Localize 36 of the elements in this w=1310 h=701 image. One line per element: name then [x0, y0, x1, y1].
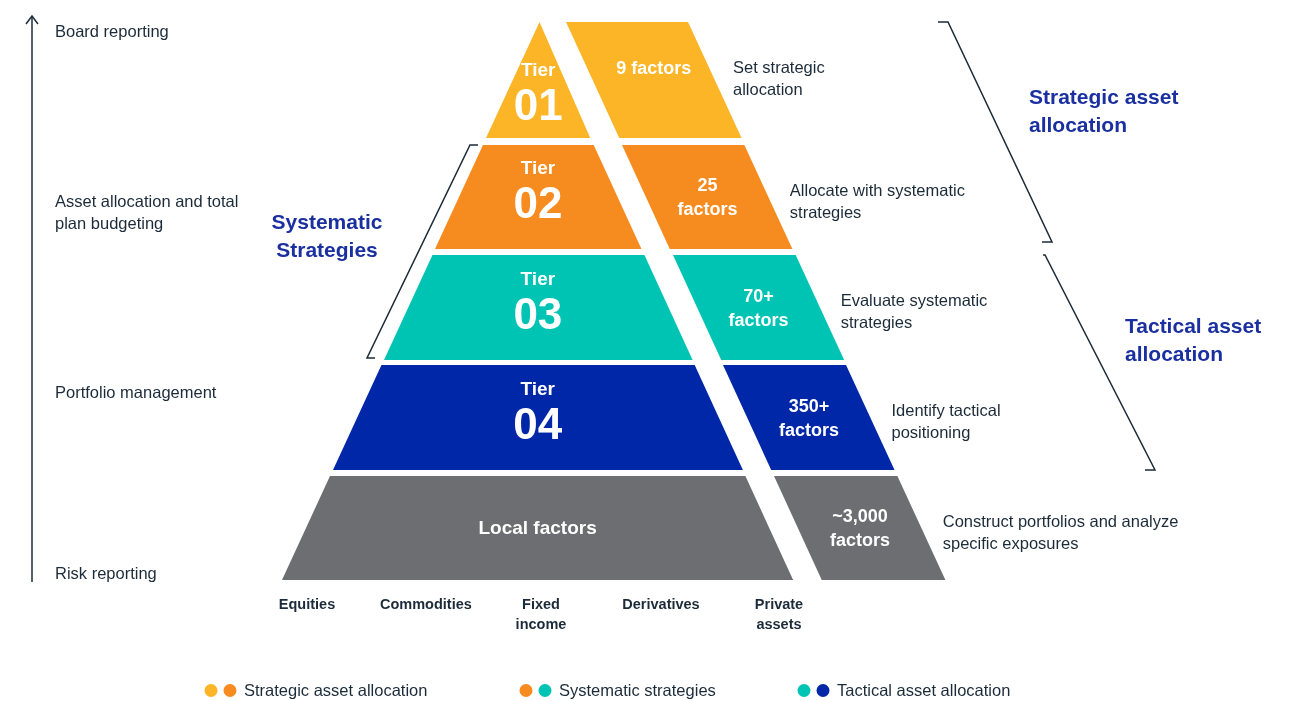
- description-text: Identify tactical positioning: [891, 400, 1002, 443]
- band-text: Local factors: [477, 516, 598, 540]
- band-text: 70+ factors: [727, 284, 790, 332]
- band-text: 25 factors: [676, 174, 739, 221]
- axis-label: Board reporting: [55, 21, 170, 42]
- category-label: Derivatives: [621, 595, 701, 614]
- band-text: ~3,000 factors: [829, 505, 891, 552]
- band-text: 9 factors: [615, 57, 693, 80]
- axis-label: Risk reporting: [55, 563, 158, 584]
- description-text: Set strategic allocation: [733, 57, 826, 100]
- tier-word: Tier: [519, 58, 557, 81]
- axis-label: Portfolio management: [55, 382, 218, 403]
- category-label: Fixed income: [514, 595, 568, 634]
- category-label: Equities: [277, 595, 337, 614]
- tier-word: Tier: [519, 157, 557, 179]
- category-label: Commodities: [380, 595, 470, 614]
- group-title: Strategic asset allocation: [1029, 84, 1180, 138]
- description-text: Allocate with systematic strategies: [789, 180, 966, 223]
- legend-text: Strategic asset allocation: [244, 680, 428, 701]
- legend-text: Systematic strategies: [559, 680, 716, 701]
- tier-band: [383, 255, 693, 360]
- tier-number: 04: [512, 399, 564, 448]
- tier-number: 02: [512, 179, 564, 227]
- band-text: 350+ factors: [778, 394, 841, 442]
- group-title: Systematic Strategies: [270, 209, 384, 263]
- tier-word: Tier: [519, 267, 557, 290]
- category-label: Private assets: [753, 595, 805, 634]
- description-text: Evaluate systematic strategies: [840, 290, 989, 333]
- description-text: Construct portfolios and analyze specific exposures: [942, 511, 1180, 554]
- tier-band: [434, 145, 642, 249]
- tier-number: 01: [512, 80, 564, 129]
- tier-word: Tier: [519, 377, 556, 400]
- axis-label: Asset allocation and total plan budgeting: [55, 191, 240, 234]
- group-title: Tactical asset allocation: [1125, 313, 1263, 367]
- tier-number: 03: [512, 289, 564, 338]
- legend-text: Tactical asset allocation: [837, 680, 1011, 701]
